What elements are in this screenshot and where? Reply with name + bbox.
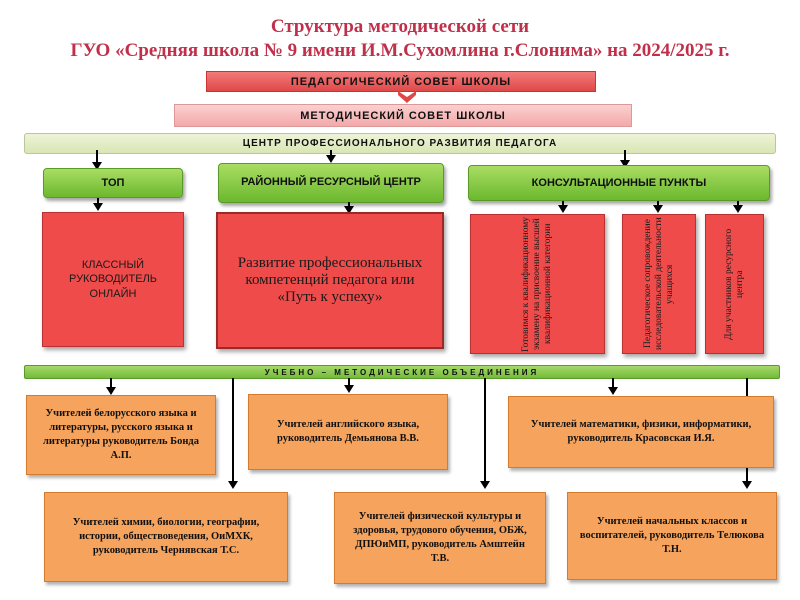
arrow-down-icon	[344, 385, 354, 393]
arrow-down-icon	[326, 155, 336, 163]
connector-line	[348, 378, 350, 386]
chevron-down-icon	[398, 91, 416, 103]
branch-consult-points: КОНСУЛЬТАЦИОННЫЕ ПУНКТЫ	[468, 165, 770, 201]
branch-resource-center: РАЙОННЫЙ РЕСУРСНЫЙ ЦЕНТР	[218, 163, 444, 203]
page-title: Структура методической сети	[270, 16, 530, 37]
connector-line	[348, 202, 350, 207]
arrow-down-icon	[742, 481, 752, 489]
arrow-down-icon	[653, 205, 663, 213]
connector-line	[562, 201, 564, 206]
ped-council-box: ПЕДАГОГИЧЕСКИЙ СОВЕТ ШКОЛЫ	[206, 71, 596, 92]
resource-participants-label: Для участников ресурсного центра	[723, 228, 745, 340]
arrow-down-icon	[733, 205, 743, 213]
arrow-down-icon	[558, 205, 568, 213]
arrow-down-icon	[480, 481, 490, 489]
arrow-down-icon	[228, 481, 238, 489]
union-primary-classes: Учителей начальных классов и воспитателе…	[567, 492, 777, 580]
class-teacher-online-box: КЛАССНЫЙ РУКОВОДИТЕЛЬ ОНЛАЙН	[42, 212, 184, 347]
connector-line	[612, 378, 614, 388]
methodical-unions-bar: УЧЕБНО – МЕТОДИЧЕСКИЕ ОБЪЕДИНЕНИЯ	[24, 365, 780, 379]
connector-line	[624, 150, 626, 162]
connector-line	[110, 378, 112, 388]
research-support-label: Педагогическое сопровождение исследовате…	[642, 217, 675, 351]
branch-top: ТОП	[43, 168, 183, 198]
connector-line	[232, 378, 234, 482]
connector-line	[484, 378, 486, 482]
connector-line	[657, 201, 659, 206]
connector-line	[97, 198, 99, 204]
page-subtitle: ГУО «Средняя школа № 9 имени И.М.Сухомли…	[70, 40, 730, 61]
union-belarusian-russian: Учителей белорусского языка и литературы…	[26, 395, 216, 475]
center-bar: ЦЕНТР ПРОФЕССИОНАЛЬНОГО РАЗВИТИЯ ПЕДАГОГ…	[24, 133, 776, 154]
arrow-down-icon	[92, 162, 102, 170]
research-support-box: Педагогическое сопровождение исследовате…	[622, 214, 696, 354]
union-english: Учителей английского языка, руководитель…	[248, 394, 448, 470]
arrow-down-icon	[106, 387, 116, 395]
union-math-physics: Учителей математики, физики, информатики…	[508, 396, 774, 468]
development-box: Развитие профессиональных компетенций пе…	[216, 212, 444, 349]
arrow-down-icon	[93, 203, 103, 211]
arrow-down-icon	[344, 206, 354, 214]
resource-participants-box: Для участников ресурсного центра	[705, 214, 764, 354]
connector-line	[330, 150, 332, 156]
arrow-down-icon	[608, 387, 618, 395]
union-physical-culture: Учителей физической культуры и здоровья,…	[334, 492, 546, 584]
union-chemistry-biology: Учителей химии, биологии, географии, ист…	[44, 492, 288, 582]
connector-line	[96, 150, 98, 164]
exam-prep-box: Готовимся к квалификационному экзамену н…	[470, 214, 605, 354]
connector-line	[737, 201, 739, 206]
exam-prep-label: Готовимся к квалификационному экзамену н…	[521, 216, 553, 352]
arrow-down-icon	[620, 160, 630, 168]
method-council-box: МЕТОДИЧЕСКИЙ СОВЕТ ШКОЛЫ	[174, 104, 632, 127]
